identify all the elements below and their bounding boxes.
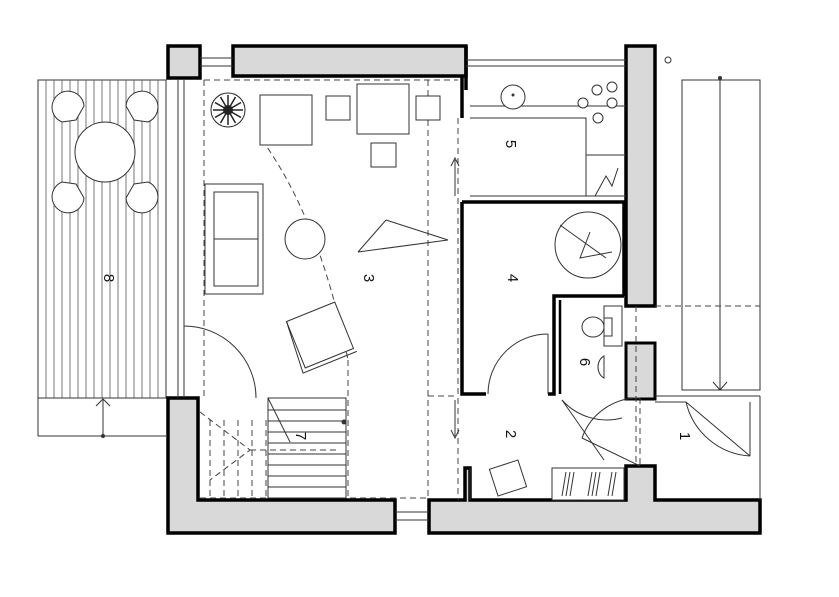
rack-slat: [587, 471, 593, 497]
staircase: [199, 397, 347, 499]
shoe-rack: [551, 467, 625, 501]
circulation-arrows: [450, 156, 460, 440]
chair: [51, 181, 85, 214]
stove-icon: [577, 81, 618, 124]
armchair: [285, 301, 358, 374]
sofa: [204, 183, 264, 295]
room-label-1: 1: [676, 432, 693, 440]
walls: [166, 44, 762, 535]
chair: [125, 181, 159, 214]
rack-slat: [565, 471, 571, 497]
chair: [125, 90, 159, 123]
vestibule: [685, 401, 751, 457]
sink-icon: [500, 84, 526, 110]
rack-slat: [595, 471, 601, 497]
rack-slat: [569, 471, 575, 497]
room-label-6: 6: [576, 358, 593, 366]
rack-slat: [611, 471, 617, 497]
entry-hall: [469, 397, 641, 501]
coffee-table: [284, 218, 326, 260]
room-label-7: 7: [292, 432, 309, 440]
utility-room: [487, 211, 622, 395]
plant-icon: [210, 92, 246, 128]
fireplace: [357, 219, 449, 253]
living-room-furniture: [183, 83, 449, 399]
chair: [51, 90, 85, 123]
toilet-icon: [581, 316, 613, 338]
terrace-deck: [37, 79, 167, 438]
room-label-8: 8: [100, 274, 117, 282]
interior-partitions: [460, 46, 626, 396]
stool: [488, 459, 528, 497]
room-label-5: 5: [502, 140, 519, 148]
kitchen: [470, 81, 626, 197]
sink-icon: [597, 355, 605, 379]
dining-table-outdoor: [51, 90, 159, 214]
wc: [561, 305, 623, 461]
room-label-2: 2: [502, 430, 519, 438]
room-label-4: 4: [504, 274, 521, 282]
rack-slat: [591, 471, 597, 497]
rack-slat: [561, 471, 567, 497]
rack-slat: [607, 471, 613, 497]
room-label-3: 3: [360, 274, 377, 282]
room-labels: 1 2 3 4 5 6 7 8: [100, 140, 693, 440]
